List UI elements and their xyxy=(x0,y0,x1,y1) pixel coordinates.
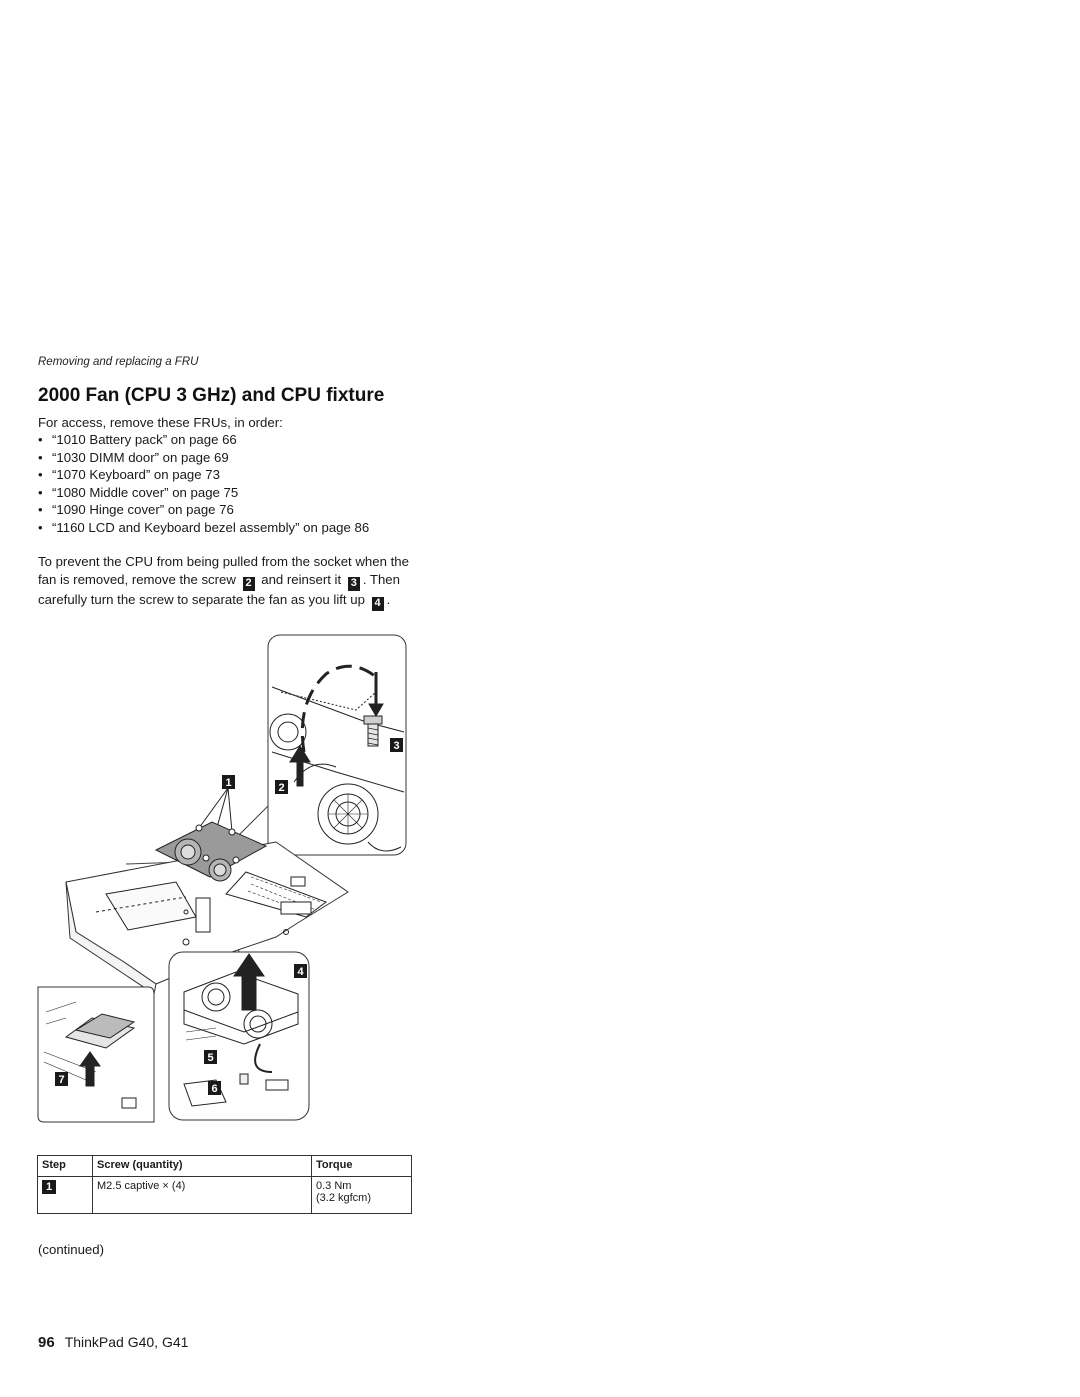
fru-item-dimm-door[interactable]: “1030 DIMM door” on page 69 xyxy=(38,449,369,467)
fru-item-battery-pack[interactable]: “1010 Battery pack” on page 66 xyxy=(38,431,369,449)
callout-1: 1 xyxy=(222,775,235,789)
fan-removal-illustration: 1 2 3 4 5 6 7 xyxy=(37,634,407,1123)
laptop-base xyxy=(65,841,349,995)
up-arrow xyxy=(289,745,311,787)
callout-7: 7 xyxy=(55,1072,68,1086)
callout-4: 4 xyxy=(294,964,307,978)
svg-text:2: 2 xyxy=(278,782,284,794)
section-title: 2000 Fan (CPU 3 GHz) and CPU fixture xyxy=(38,385,385,406)
lift-arrow xyxy=(233,953,265,1011)
svg-text:7: 7 xyxy=(58,1074,64,1086)
step-badge-2: 2 xyxy=(242,576,255,591)
fan-lift-inset xyxy=(168,951,310,1121)
warning-text-1: To prevent the CPU from being pulled fro… xyxy=(38,554,409,587)
cell-screw: M2.5 captive × (4) xyxy=(92,1176,312,1214)
warning-text-2: and reinsert it xyxy=(261,571,342,587)
header-step: Step xyxy=(37,1155,93,1177)
table-row: 1 M2.5 captive × (4) 0.3 Nm (3.2 kgfcm) xyxy=(37,1176,412,1214)
step-badge-3: 3 xyxy=(347,576,360,591)
page-footer: 96 ThinkPad G40, G41 xyxy=(38,1334,188,1351)
torque-table: Step Screw (quantity) Torque 1 M2.5 capt… xyxy=(37,1155,412,1214)
table-header-row: Step Screw (quantity) Torque xyxy=(37,1155,412,1177)
cell-torque: 0.3 Nm (3.2 kgfcm) xyxy=(311,1176,412,1214)
screw-detail-inset xyxy=(267,634,407,856)
fru-item-lcd-bezel[interactable]: “1160 LCD and Keyboard bezel assembly” o… xyxy=(38,519,369,537)
svg-text:3: 3 xyxy=(393,740,399,752)
svg-text:6: 6 xyxy=(211,1083,217,1095)
torque-value: 0.3 Nm xyxy=(316,1180,352,1192)
cpu-warning-paragraph: To prevent the CPU from being pulled fro… xyxy=(38,553,418,611)
cpu-socket-inset xyxy=(37,986,155,1123)
callout-2: 2 xyxy=(275,780,288,794)
intro-text: For access, remove these FRUs, in order: xyxy=(38,415,283,430)
callout-5: 5 xyxy=(204,1050,217,1064)
header-torque: Torque xyxy=(311,1155,412,1177)
curved-arrow xyxy=(368,672,384,717)
svg-text:4: 4 xyxy=(297,966,304,978)
cpu-fan-assembly xyxy=(154,821,268,882)
screw-icon xyxy=(363,715,383,747)
fru-item-middle-cover[interactable]: “1080 Middle cover” on page 75 xyxy=(38,484,369,502)
step-badge-1: 1 xyxy=(42,1180,56,1194)
fru-item-keyboard[interactable]: “1070 Keyboard” on page 73 xyxy=(38,466,369,484)
running-head: Removing and replacing a FRU xyxy=(38,356,199,368)
cell-step: 1 xyxy=(37,1176,93,1214)
page-number: 96 xyxy=(38,1334,55,1351)
continued-label: (continued) xyxy=(38,1242,104,1257)
product-name: ThinkPad G40, G41 xyxy=(64,1334,189,1350)
svg-text:5: 5 xyxy=(207,1052,213,1064)
callout-3: 3 xyxy=(390,738,403,752)
socket-lift-arrow xyxy=(79,1051,101,1087)
warning-text-4: . xyxy=(386,591,391,607)
step-badge-4: 4 xyxy=(371,596,384,611)
fru-item-hinge-cover[interactable]: “1090 Hinge cover” on page 76 xyxy=(38,501,369,519)
fru-list: “1010 Battery pack” on page 66 “1030 DIM… xyxy=(38,431,369,537)
warning-text-3: . Then carefully turn the screw to separ… xyxy=(38,571,400,607)
callout-6: 6 xyxy=(208,1081,221,1095)
svg-text:1: 1 xyxy=(225,777,231,789)
header-screw: Screw (quantity) xyxy=(92,1155,312,1177)
torque-value-alt: (3.2 kgfcm) xyxy=(316,1192,372,1204)
